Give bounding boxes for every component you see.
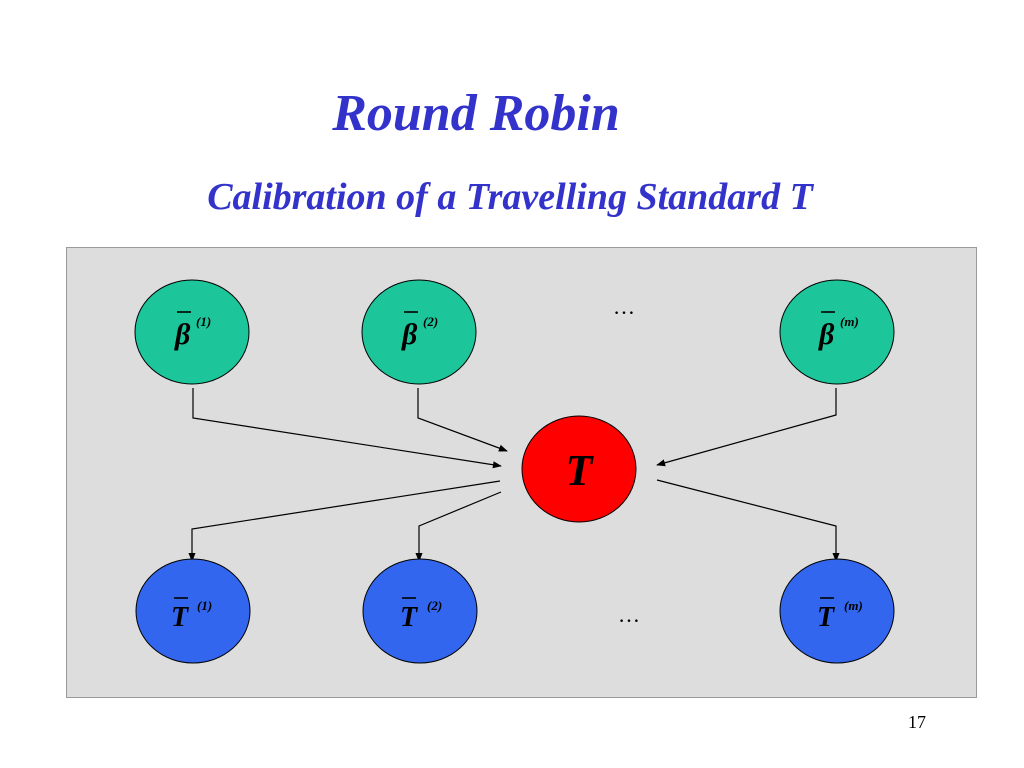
bottom-ellipsis: … — [618, 602, 640, 627]
edge-t-to-tm — [656, 479, 840, 562]
edge-t-to-t1 — [188, 480, 501, 562]
slide-subtitle: Calibration of a Travelling Standard T — [207, 176, 813, 218]
node-beta-2: β (2) — [361, 279, 477, 385]
node-beta-1-symbol: β — [174, 318, 191, 351]
node-center-t: T — [521, 415, 637, 523]
node-beta-1-superscript: (1) — [196, 314, 211, 329]
node-center-t-symbol: T — [566, 446, 595, 495]
node-t-1-symbol: T — [171, 602, 190, 633]
top-ellipsis: … — [613, 294, 635, 319]
node-beta-2-superscript: (2) — [423, 314, 438, 329]
node-beta-1: β (1) — [134, 279, 250, 385]
edge-t-to-t2 — [415, 491, 502, 562]
edge-beta2-to-t — [417, 388, 508, 452]
node-t-2: T (2) — [362, 558, 478, 664]
node-t-m-symbol: T — [817, 602, 836, 633]
slide-title: Round Robin — [332, 85, 620, 142]
node-t-1-superscript: (1) — [197, 598, 212, 613]
node-t-m: T (m) — [779, 558, 895, 664]
node-beta-2-symbol: β — [401, 318, 418, 351]
node-t-m-superscript: (m) — [844, 598, 863, 613]
node-beta-m: β (m) — [779, 279, 895, 385]
node-t-2-symbol: T — [400, 602, 419, 633]
node-beta-m-superscript: (m) — [840, 314, 859, 329]
edge-beta1-to-t — [192, 388, 502, 469]
node-t-1: T (1) — [135, 558, 251, 664]
edge-betam-to-t — [656, 388, 837, 467]
node-t-2-superscript: (2) — [427, 598, 442, 613]
round-robin-diagram: β (1) β (2) β (m) … T — [134, 279, 895, 664]
page-number: 17 — [908, 712, 926, 732]
diagram-panel: β (1) β (2) β (m) … T — [66, 247, 977, 698]
node-beta-m-symbol: β — [818, 318, 835, 351]
